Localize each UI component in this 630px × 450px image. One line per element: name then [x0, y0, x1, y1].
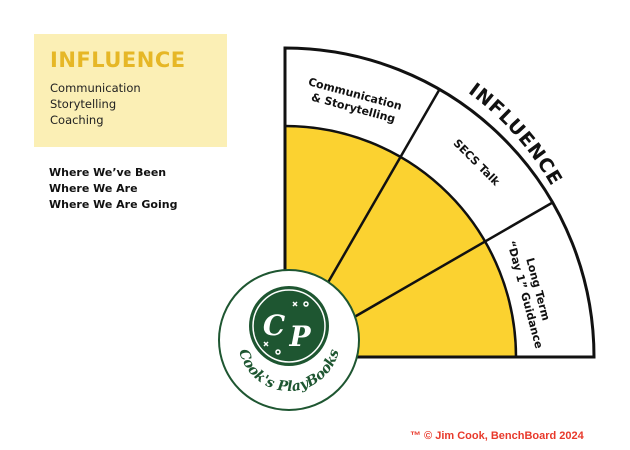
segment-label-communication: Communication & Storytelling — [303, 75, 407, 127]
inner-arc-line — [284, 124, 518, 358]
segment-label-secs-talk: SECS Talk — [451, 137, 503, 189]
influence-summary-box: INFLUENCE Communication Storytelling Coa… — [34, 34, 227, 147]
outer-label-band — [283, 46, 596, 359]
timeline-item: Where We’ve Been — [49, 166, 167, 179]
copyright-notice: ™ © Jim Cook, BenchBoard 2024 — [410, 430, 584, 442]
cooks-playbooks-logo: C P Cook's PlayBooks — [218, 269, 360, 411]
skill-item: Communication — [50, 81, 141, 95]
influence-skill-list: Communication Storytelling Coaching — [50, 80, 211, 128]
timeline-item: Where We Are Going — [49, 198, 178, 211]
influence-heading: INFLUENCE — [50, 48, 186, 72]
timeline-list: Where We’ve Been Where We Are Where We A… — [49, 165, 177, 213]
logo-monogram-p: P — [288, 320, 311, 353]
timeline-item: Where We Are — [49, 182, 138, 195]
play-marks-icon — [263, 301, 309, 355]
skill-item: Coaching — [50, 113, 104, 127]
logo-monogram-c: C — [263, 309, 286, 342]
skill-item: Storytelling — [50, 97, 117, 111]
